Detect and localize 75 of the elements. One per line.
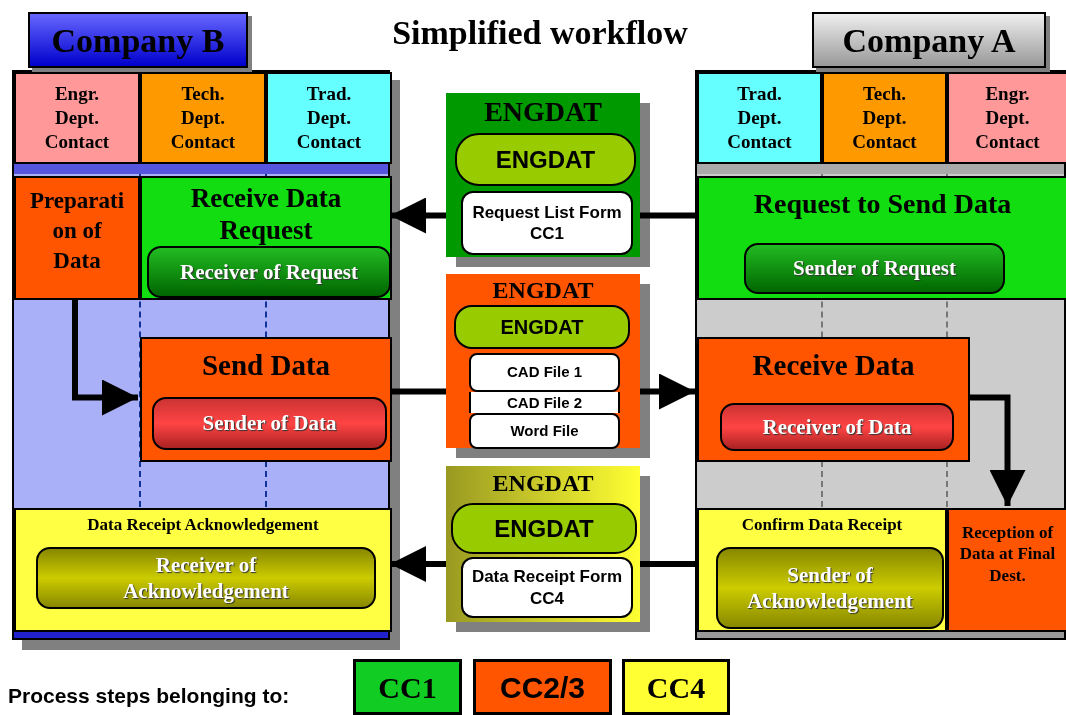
column-header	[822, 72, 947, 164]
connector-line	[640, 212, 695, 219]
standard-text: ENGDAT	[500, 315, 584, 340]
role-text: Receiver of Request	[179, 258, 359, 286]
header-text: Trad. Dept. Contact	[295, 82, 363, 154]
role-pill	[720, 403, 954, 451]
process-title: Receive Data	[752, 348, 915, 383]
role-pill	[152, 397, 387, 450]
role-text: Receiver of Acknowledgement	[122, 551, 290, 605]
column-header	[947, 72, 1066, 164]
arrow	[390, 197, 446, 234]
process-box	[140, 337, 392, 462]
document-card	[469, 413, 620, 449]
document-text: Request List Form CC1	[471, 201, 623, 245]
process-box	[697, 176, 1066, 300]
process-title: Send Data	[201, 348, 331, 383]
company-name: Company B	[51, 20, 225, 61]
column-header	[266, 72, 392, 164]
arrow	[968, 394, 1026, 506]
process-box	[140, 176, 392, 300]
document-text: Word File	[510, 420, 579, 441]
header-text: Trad. Dept. Contact	[726, 82, 793, 154]
arrow	[72, 298, 138, 416]
role-text: Receiver of Data	[762, 413, 912, 441]
column-header	[140, 72, 266, 164]
process-title: Confirm Data Receipt	[741, 514, 903, 536]
message-title: ENGDAT	[492, 276, 594, 305]
header-text: Engr. Dept. Contact	[974, 82, 1041, 154]
process-box	[697, 508, 947, 632]
process-box	[14, 508, 392, 632]
role-text: Sender of Acknowledgement	[746, 561, 914, 615]
document-card	[469, 353, 620, 392]
role-pill	[36, 547, 376, 609]
standard-pill	[455, 133, 636, 186]
role-pill	[744, 243, 1005, 294]
process-label: Preparation of Data	[28, 187, 126, 275]
document-text: Data Receipt Form CC4	[470, 566, 624, 609]
arrow	[390, 546, 446, 582]
document-text: CAD File 2	[507, 395, 582, 410]
standard-pill	[451, 503, 637, 554]
connector-line	[390, 388, 446, 395]
process-label: Reception of Data at Final Dest.	[958, 522, 1057, 586]
legend-key: CC1	[353, 659, 462, 715]
standard-text: ENGDAT	[495, 144, 596, 175]
document-card	[461, 191, 633, 255]
role-pill	[716, 547, 944, 629]
header-text: Tech. Dept. Contact	[851, 82, 918, 154]
legend-title: Process steps belonging to:	[8, 683, 290, 709]
header-text: Tech. Dept. Contact	[169, 82, 237, 154]
document-text: CAD File 1	[507, 362, 582, 383]
process-box	[697, 337, 970, 462]
process-title: Data Receipt Acknowledgement	[87, 514, 319, 536]
column-header	[697, 72, 822, 164]
header-text: Engr. Dept. Contact	[43, 82, 111, 154]
diagram-title: Simplified workflow	[391, 13, 689, 53]
process-title: Request to Send Data	[753, 187, 1012, 221]
process-box	[14, 176, 140, 300]
connector-line	[640, 561, 695, 567]
document-card	[461, 557, 633, 618]
legend-key: CC2/3	[473, 659, 612, 715]
role-pill	[147, 246, 391, 298]
arrow	[640, 373, 695, 410]
message-title: ENGDAT	[492, 469, 594, 498]
document-card	[469, 392, 620, 413]
message-title: ENGDAT	[484, 95, 602, 129]
role-text: Sender of Data	[202, 410, 337, 437]
role-text: Sender of Request	[793, 255, 956, 282]
legend-key: CC4	[622, 659, 730, 715]
standard-pill	[454, 305, 630, 349]
swimlane-panel	[695, 70, 1066, 640]
process-box	[947, 508, 1066, 632]
company-name: Company A	[842, 20, 1016, 61]
standard-text: ENGDAT	[494, 513, 594, 544]
column-header	[14, 72, 140, 164]
process-title: Receive Data Request	[189, 182, 343, 246]
